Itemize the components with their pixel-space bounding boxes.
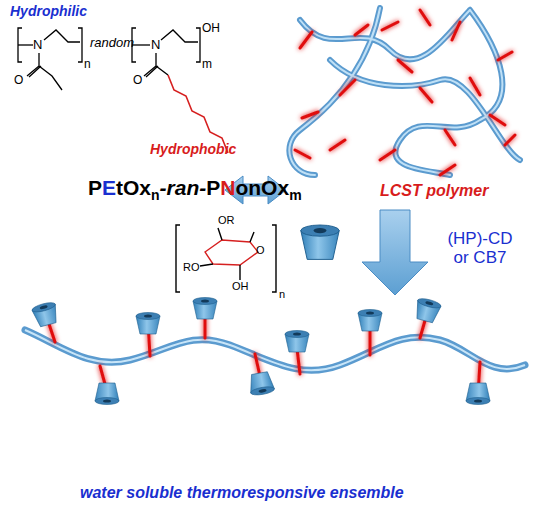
cyclodextrin-hosts bbox=[31, 297, 490, 405]
name-part: P bbox=[206, 176, 220, 199]
subscript: m bbox=[202, 58, 212, 71]
reagent-label: (HP)-CD or CB7 bbox=[440, 230, 520, 267]
atom-label: RO bbox=[183, 261, 200, 273]
name-part: tOx bbox=[116, 176, 151, 199]
polymer-name: PEtOxn-ran-PNonOxm bbox=[88, 176, 302, 203]
subscript: m bbox=[289, 187, 301, 203]
polymer-cloud bbox=[289, 8, 520, 175]
group-label: Hydrophobic bbox=[150, 142, 236, 157]
name-part: E bbox=[102, 176, 116, 199]
atom-label: OH bbox=[202, 22, 220, 35]
copolymer-label: random bbox=[90, 36, 134, 50]
atom-label: O bbox=[133, 74, 142, 87]
group-label: Hydrophilic bbox=[10, 4, 87, 19]
polymer-highlight bbox=[25, 330, 525, 370]
subscript: n bbox=[84, 58, 91, 71]
atom-label: O bbox=[14, 74, 23, 87]
atom-label: OR bbox=[218, 214, 235, 226]
cyclodextrin-structure bbox=[176, 225, 276, 292]
chemical-structure bbox=[18, 28, 200, 90]
caption-text: water soluble thermoresponsive ensemble bbox=[80, 484, 404, 502]
name-part: onOx bbox=[235, 176, 289, 199]
subscript: n bbox=[279, 288, 285, 300]
name-part: N bbox=[220, 176, 235, 199]
name-part: -ran- bbox=[160, 176, 207, 199]
atom-label: OH bbox=[232, 280, 249, 292]
name-part: P bbox=[88, 176, 102, 199]
subscript: n bbox=[151, 187, 160, 203]
polymer-label: LCST polymer bbox=[380, 182, 488, 200]
atom-label: O bbox=[256, 244, 265, 256]
atom-label: N bbox=[33, 38, 42, 52]
process-arrow bbox=[362, 210, 428, 295]
polymer-backbone bbox=[25, 330, 525, 370]
atom-label: N bbox=[151, 38, 160, 52]
